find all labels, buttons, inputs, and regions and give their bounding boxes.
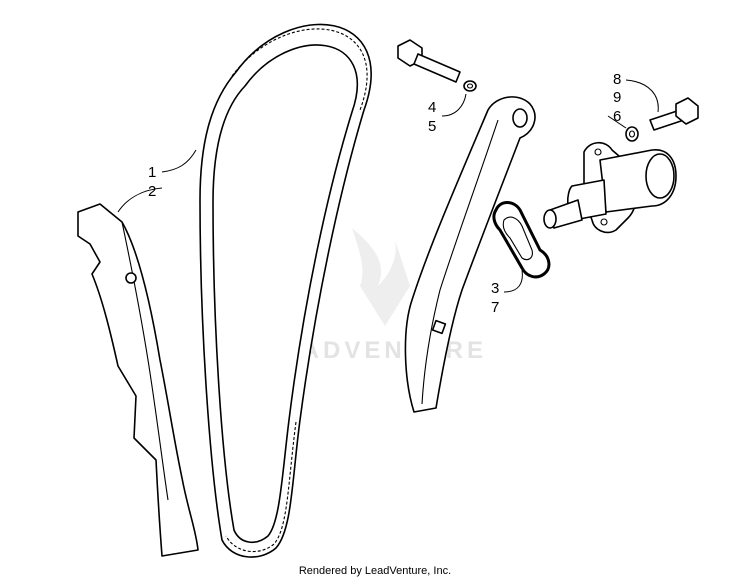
pivot-washer — [463, 80, 477, 92]
tensioner-gasket — [492, 201, 551, 279]
leader-3-7 — [503, 269, 523, 293]
chain-guide-left — [77, 203, 199, 557]
pivot-bolt-shank — [413, 53, 461, 83]
guide-left-pivot — [125, 272, 137, 284]
timing-chain — [199, 23, 372, 558]
watermark-logo-icon — [352, 228, 410, 326]
callout-4: 4 — [428, 99, 436, 116]
gasket-outline — [492, 201, 551, 279]
callout-6: 6 — [613, 108, 621, 125]
callout-5: 5 — [428, 118, 436, 135]
tensioner-washer-hole — [628, 130, 636, 138]
leader-4-5 — [441, 93, 467, 117]
pivot-washer-hole — [466, 83, 474, 89]
leader-8-9-6 — [625, 79, 659, 113]
callout-8: 8 — [613, 71, 621, 88]
leader-1-2-guide — [117, 187, 163, 213]
tensioner-flange-hole-bottom — [600, 218, 608, 226]
guide-left-body — [77, 203, 199, 557]
chain-guide-right — [404, 96, 536, 413]
tensioner-bolt-head — [675, 97, 699, 125]
gasket-inner — [502, 216, 533, 261]
chain-inner — [212, 44, 359, 543]
tensioner-flange-hole-top — [594, 148, 602, 156]
callout-9: 9 — [613, 89, 621, 106]
chain-links-bottom — [225, 421, 297, 553]
tensioner-end-cap — [645, 153, 675, 199]
cam-chain-tensioner — [543, 141, 677, 234]
tensioner-washer — [625, 126, 639, 142]
leader-6-washer — [607, 115, 627, 129]
guide-right-pad — [431, 319, 447, 335]
callout-2: 2 — [148, 183, 156, 200]
tensioner-plunger-tip — [543, 209, 557, 229]
leader-1-2 — [161, 149, 197, 173]
pivot-bolt — [397, 39, 477, 92]
guide-right-pivot — [512, 108, 528, 128]
callout-7: 7 — [491, 299, 499, 316]
guide-left-edge — [121, 221, 169, 501]
leader-lines — [117, 79, 659, 293]
callout-1: 1 — [148, 164, 156, 181]
callouts: 1 2 4 5 3 7 8 9 6 — [148, 71, 621, 316]
tensioner-bolt — [625, 97, 699, 142]
guide-right-edge — [421, 119, 499, 405]
render-credit: Rendered by LeadVenture, Inc. — [298, 565, 452, 577]
guide-right-body — [404, 96, 536, 413]
callout-3: 3 — [491, 280, 499, 297]
